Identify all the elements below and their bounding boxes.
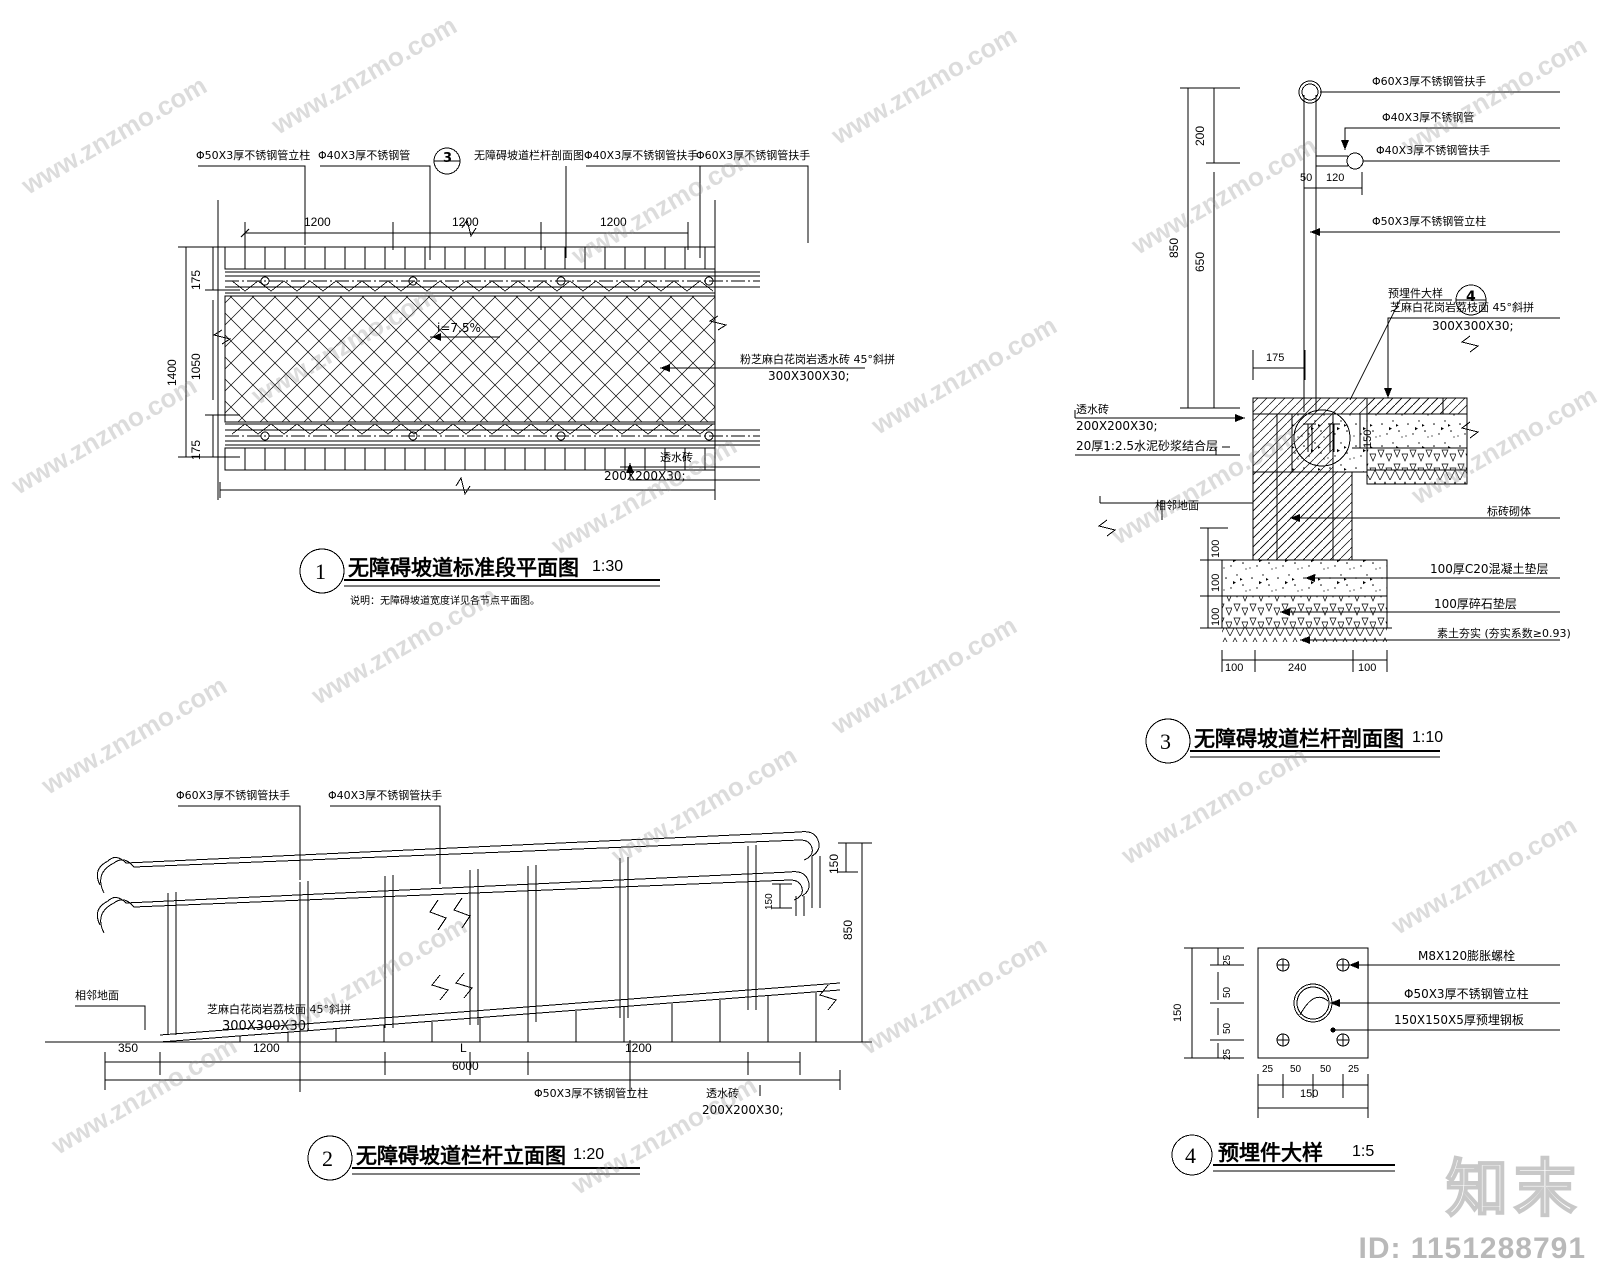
drawing-4-number: 4 (1185, 1143, 1196, 1168)
callout-permeable-elev: 透水砖 (706, 1087, 739, 1100)
dim-25-h-b: 25 (1348, 1064, 1360, 1075)
callout-post-d50-plan: Φ50X3厚不锈钢管立柱 (196, 149, 311, 162)
callout-compacted-soil: 素土夯实 (夯实系数≥0.93) (1437, 627, 1571, 640)
drawing-2-scale: 1:20 (573, 1146, 605, 1163)
material-permeable-sect-line2: 200X200X30; (1076, 419, 1158, 433)
callout-handrail-d40-sect: Φ40X3厚不锈钢管扶手 (1376, 144, 1491, 157)
drawing-3-number: 3 (1160, 729, 1171, 754)
callout-handrail-d60-plan: Φ60X3厚不锈钢管扶手 (696, 149, 811, 162)
callout-embed-plate: 150X150X5厚预埋钢板 (1394, 1013, 1524, 1027)
callout-tube-d40-plan: Φ40X3厚不锈钢管 (318, 149, 411, 162)
callout-expansion-bolt: M8X120膨胀螺栓 (1418, 949, 1516, 963)
dim-650-sect: 650 (1193, 251, 1207, 272)
dim-1200-c: 1200 (600, 215, 627, 229)
dim-1200-b: 1200 (452, 215, 479, 229)
dim-150-elev-a: 150 (827, 853, 841, 874)
dim-100-sect-right: 100 (1358, 662, 1377, 674)
dim-1200-a: 1200 (304, 215, 331, 229)
drawing-3-title: 无障碍坡道栏杆剖面图 (1194, 727, 1404, 751)
drawing-2-number: 2 (322, 1146, 333, 1171)
callout-adjacent-ground-elev: 相邻地面 (75, 989, 119, 1002)
callout-section-title-ref: 无障碍坡道栏杆剖面图 (474, 149, 584, 162)
slope-label: i=7.5% (437, 321, 481, 335)
dim-25-h-a: 25 (1262, 1064, 1274, 1075)
dim-240-sect: 240 (1288, 662, 1307, 674)
callout-handrail-d60-sect: Φ60X3厚不锈钢管扶手 (1372, 75, 1487, 88)
dim-100-sect-a: 100 (1210, 539, 1222, 558)
dim-150-elev-b: 150 (764, 893, 775, 910)
dim-100-sect-b: 100 (1210, 573, 1222, 592)
dim-6000-elev: 6000 (452, 1059, 479, 1073)
dim-350-elev: 350 (118, 1041, 139, 1055)
material-permeable-elev-line2: 200X200X30; (702, 1103, 784, 1117)
dim-175-sect: 175 (1266, 352, 1285, 364)
dim-1400-overall: 1400 (165, 359, 179, 386)
section-ref-number-3: 3 (443, 151, 453, 166)
dim-50-v-b: 50 (1222, 1022, 1233, 1034)
material-c20-concrete: 100厚C20混凝土垫层 (1430, 562, 1549, 576)
dim-200-sect: 200 (1193, 125, 1207, 146)
callout-post-d50-sect: Φ50X3厚不锈钢管立柱 (1372, 215, 1487, 228)
dim-50-h-b: 50 (1320, 1064, 1332, 1075)
material-granite-elev-line1: 芝麻白花岗岩荔枝面 45°斜拼 (207, 1003, 351, 1016)
callout-adjacent-ground-sect: 相邻地面 (1155, 499, 1199, 512)
material-mortar-sect: 20厚1:2.5水泥砂浆结合层 (1076, 439, 1219, 453)
drawing-1-title: 无障碍坡道标准段平面图 (348, 556, 579, 580)
dim-50-sect: 50 (1300, 172, 1313, 184)
material-granite-plan-line2: 300X300X30; (768, 369, 850, 383)
drawing-2-title: 无障碍坡道栏杆立面图 (356, 1144, 566, 1168)
drawing-1-scale: 1:30 (592, 558, 624, 575)
dim-120-sect: 120 (1326, 172, 1345, 184)
dim-1200-elev-b: 1200 (625, 1041, 652, 1055)
callout-post-d50-elev: Φ50X3厚不锈钢管立柱 (534, 1087, 649, 1100)
dim-175-top: 175 (189, 269, 203, 290)
dim-150-v: 150 (1172, 1003, 1184, 1022)
callout-embed-detail: 预埋件大样 (1388, 287, 1443, 300)
drawing-1-note: 说明：无障碍坡道宽度详见各节点平面图。 (350, 596, 540, 607)
znzmo-logo-watermark: 知末 (1445, 1151, 1582, 1226)
dim-L-elev: L (460, 1041, 467, 1055)
dim-850-sect: 850 (1167, 237, 1181, 258)
dim-100-sect-left: 100 (1225, 662, 1244, 674)
dim-150-h: 150 (1300, 1088, 1319, 1100)
callout-brick-masonry: 标砖砌体 (1487, 505, 1531, 518)
detail-ref-number-4: 4 (1466, 289, 1476, 305)
callout-handrail-d40-elev: Φ40X3厚不锈钢管扶手 (328, 789, 443, 802)
drawing-id-watermark: ID: 1151288791 (1358, 1232, 1586, 1265)
material-permeable-plan-line2: 200X200X30; (604, 469, 686, 483)
material-granite-elev-line2: 300X300X30; (222, 1019, 311, 1034)
dim-100-sect-c: 100 (1210, 607, 1222, 626)
material-gravel-base: 100厚碎石垫层 (1434, 597, 1517, 611)
callout-post-d50-detail: Φ50X3厚不锈钢管立柱 (1404, 987, 1529, 1001)
callout-tube-d40-sect: Φ40X3厚不锈钢管 (1382, 111, 1475, 124)
dim-850-elev: 850 (841, 919, 855, 940)
dim-25-v-a: 25 (1222, 954, 1233, 966)
material-granite-sect-line1: 芝麻白花岗岩荔枝面 45°斜拼 (1390, 301, 1534, 314)
material-granite-plan-line1: 粉芝麻白花岗岩透水砖 45°斜拼 (740, 353, 895, 366)
callout-handrail-d60-elev: Φ60X3厚不锈钢管扶手 (176, 789, 291, 802)
material-permeable-sect-line1: 透水砖 (1076, 403, 1109, 416)
drawing-1-number: 1 (315, 559, 326, 584)
drawing-3-scale: 1:10 (1412, 729, 1444, 746)
dim-1050: 1050 (189, 353, 203, 380)
material-permeable-plan-line1: 透水砖 (660, 451, 693, 464)
dim-50-v-a: 50 (1222, 986, 1233, 998)
dim-50-h-a: 50 (1290, 1064, 1302, 1075)
dim-175-bottom: 175 (189, 439, 203, 460)
drawing-4-title: 预埋件大样 (1218, 1141, 1323, 1165)
drawing-4-scale: 1:5 (1352, 1143, 1375, 1160)
material-granite-sect-line2: 300X300X30; (1432, 319, 1514, 333)
dim-150-sect: 150 (1362, 429, 1374, 448)
callout-handrail-d40-plan: Φ40X3厚不锈钢管扶手 (584, 149, 699, 162)
dim-1200-elev-a: 1200 (253, 1041, 280, 1055)
dim-25-v-b: 25 (1222, 1048, 1233, 1060)
